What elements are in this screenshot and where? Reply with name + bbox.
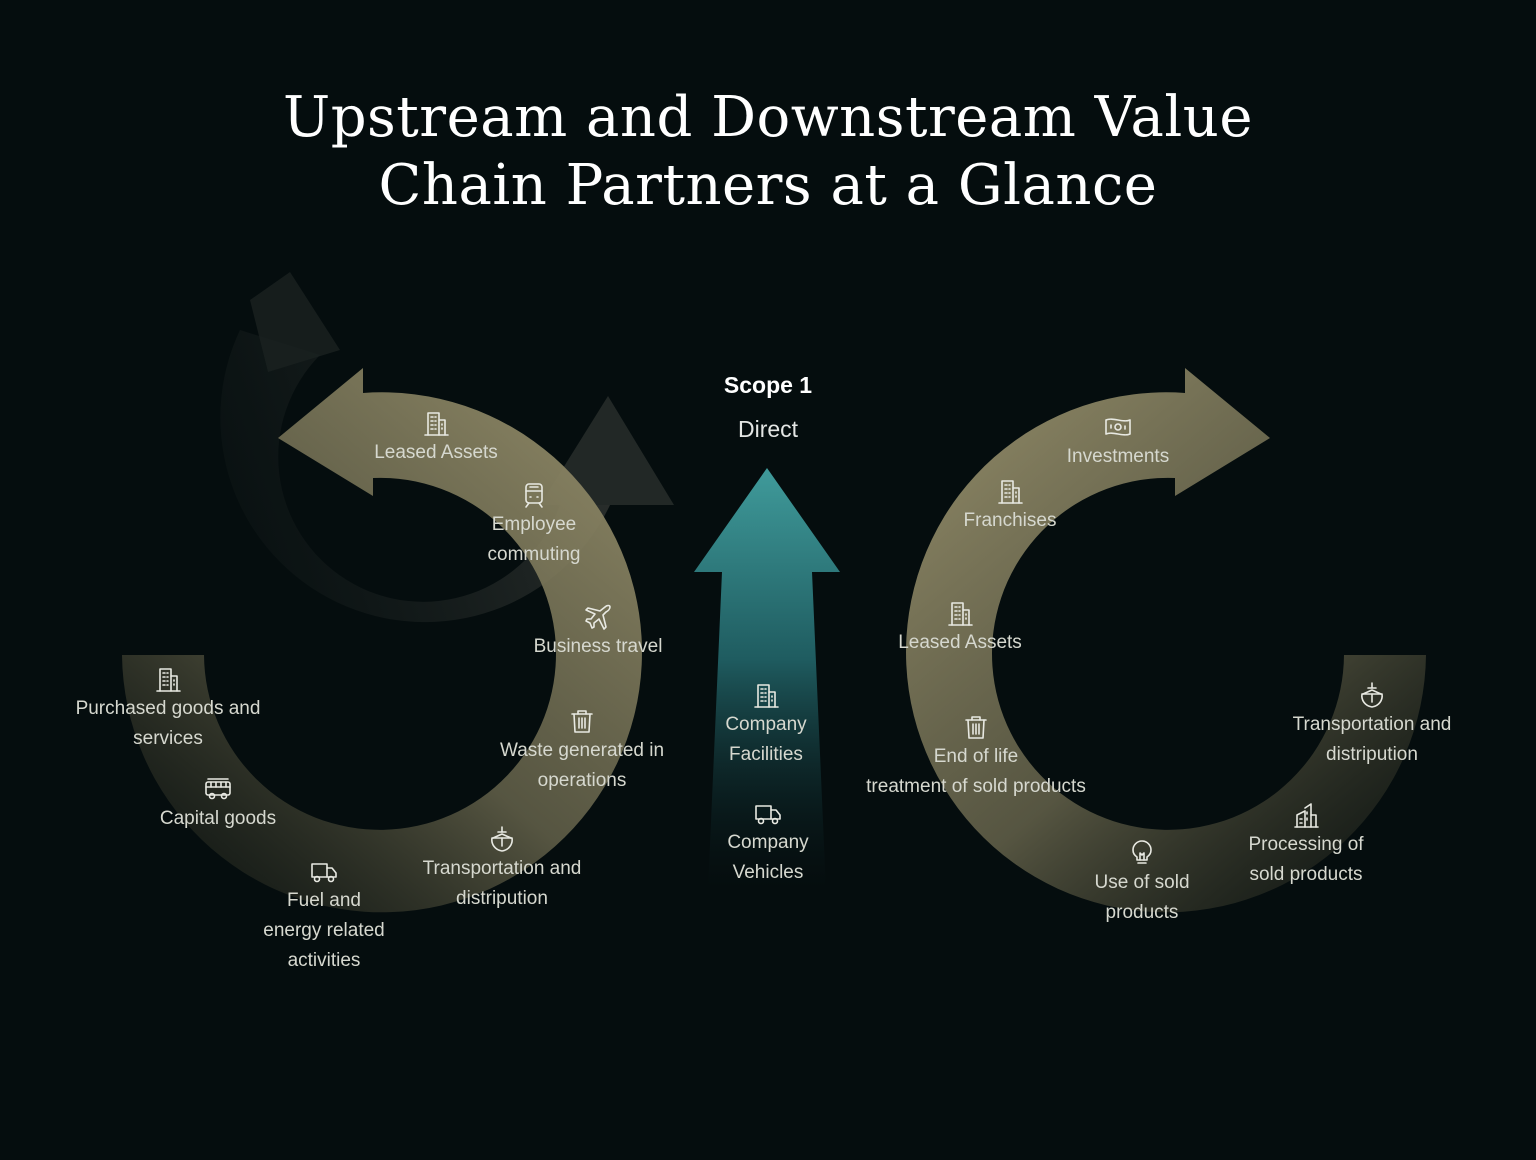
scope1-arrow bbox=[694, 468, 840, 890]
ship-icon bbox=[1357, 680, 1387, 710]
truck-icon bbox=[309, 856, 339, 886]
label-line: Investments bbox=[1066, 446, 1170, 467]
downstream-node-5: Use of sold products bbox=[1012, 838, 1272, 928]
upstream-node-label: Business travel bbox=[534, 632, 663, 662]
upstream-node-label: Waste generated in operations bbox=[500, 736, 664, 796]
bus-icon bbox=[203, 774, 233, 804]
downstream-node-label: Use of sold products bbox=[1094, 868, 1189, 928]
building-icon bbox=[995, 476, 1025, 506]
downstream-arc bbox=[906, 368, 1426, 913]
label-line: Capital goods bbox=[159, 808, 277, 829]
label-line: commuting bbox=[487, 544, 581, 565]
downstream-node-label: End of life treatment of sold products bbox=[866, 742, 1086, 802]
downstream-node-3: Leased Assets bbox=[830, 598, 1090, 658]
title-line-2: Chain Partners at a Glance bbox=[378, 153, 1158, 218]
label-line: energy related bbox=[263, 920, 385, 941]
building-icon bbox=[421, 408, 451, 438]
downstream-node-label: Leased Assets bbox=[898, 628, 1022, 658]
label-line: Fuel and bbox=[287, 890, 361, 911]
label-line: products bbox=[1105, 902, 1179, 923]
upstream-node-1: Leased Assets bbox=[306, 408, 566, 468]
label-line: Leased Assets bbox=[898, 632, 1022, 653]
downstream-node-label: Processing of sold products bbox=[1248, 830, 1363, 890]
ship-icon bbox=[487, 824, 517, 854]
label-line: Company bbox=[727, 832, 809, 853]
label-line: Leased Assets bbox=[374, 442, 498, 463]
truck-icon bbox=[753, 798, 783, 828]
upstream-node-label: Leased Assets bbox=[374, 438, 498, 468]
downstream-node-4: End of life treatment of sold products bbox=[846, 712, 1106, 802]
label-line: Waste generated in bbox=[499, 740, 665, 761]
upstream-node-2: Employee commuting bbox=[404, 480, 664, 570]
downstream-node-label: Investments bbox=[1067, 442, 1169, 472]
page-title: Upstream and Downstream Value Chain Part… bbox=[0, 84, 1536, 220]
label-line: Use of sold bbox=[1094, 872, 1190, 893]
label-line: Franchises bbox=[963, 510, 1057, 531]
label-line: services bbox=[133, 728, 203, 749]
lightbulb-icon bbox=[1127, 838, 1157, 868]
label-line: Company bbox=[725, 714, 807, 735]
downstream-node-1: Investments bbox=[988, 412, 1248, 472]
label-line: treatment of sold products bbox=[866, 776, 1086, 797]
upstream-node-8: Purchased goods and services bbox=[38, 664, 298, 754]
label-line: Processing of bbox=[1248, 834, 1364, 855]
upstream-node-6: Fuel and energy related activities bbox=[194, 856, 454, 976]
scope-subtitle: Direct bbox=[737, 416, 799, 442]
building-icon bbox=[153, 664, 183, 694]
label-line: End of life bbox=[933, 746, 1019, 767]
scope-title: Scope 1 bbox=[723, 372, 813, 398]
downstream-node-label: Transportation and distripution bbox=[1293, 710, 1452, 770]
label-line: Facilities bbox=[729, 744, 803, 765]
upstream-node-label: Capital goods bbox=[160, 804, 276, 834]
building-icon bbox=[945, 598, 975, 628]
banknote-icon bbox=[1103, 412, 1133, 442]
label-line: Transportation and bbox=[1292, 714, 1452, 735]
label-line: distripution bbox=[456, 888, 548, 909]
upstream-node-5: Transportation and distripution bbox=[372, 824, 632, 914]
label-line: Vehicles bbox=[732, 862, 804, 883]
upstream-node-4: Waste generated in operations bbox=[452, 706, 712, 796]
background-swirl-tail-arrowhead bbox=[250, 272, 340, 372]
label-line: Purchased goods and bbox=[75, 698, 261, 719]
upstream-node-7: Capital goods bbox=[88, 774, 348, 834]
downstream-node-label: Franchises bbox=[964, 506, 1057, 536]
background-swirl-shape bbox=[220, 330, 610, 623]
train-icon bbox=[519, 480, 549, 510]
trash-icon bbox=[567, 706, 597, 736]
label-line: Business travel bbox=[533, 636, 663, 657]
title-line-1: Upstream and Downstream Value bbox=[283, 85, 1253, 150]
label-line: activities bbox=[287, 950, 361, 971]
upstream-node-label: Fuel and energy related activities bbox=[263, 886, 384, 976]
factory-icon bbox=[1291, 800, 1321, 830]
downstream-node-6: Processing of sold products bbox=[1176, 800, 1436, 890]
label-line: Transportation and bbox=[422, 858, 582, 879]
upstream-node-3: Business travel bbox=[468, 602, 728, 662]
label-line: operations bbox=[537, 770, 627, 791]
upstream-node-label: Purchased goods and services bbox=[76, 694, 261, 754]
upstream-node-label: Employee commuting bbox=[488, 510, 581, 570]
downstream-node-7: Transportation and distripution bbox=[1242, 680, 1502, 770]
label-line: sold products bbox=[1249, 864, 1363, 885]
downstream-node-2: Franchises bbox=[880, 476, 1140, 536]
upstream-arc bbox=[122, 368, 642, 913]
label-line: distripution bbox=[1326, 744, 1418, 765]
airplane-icon bbox=[583, 602, 613, 632]
building-icon bbox=[751, 680, 781, 710]
label-line: Employee bbox=[491, 514, 577, 535]
upstream-node-label: Transportation and distripution bbox=[423, 854, 582, 914]
trash-icon bbox=[961, 712, 991, 742]
